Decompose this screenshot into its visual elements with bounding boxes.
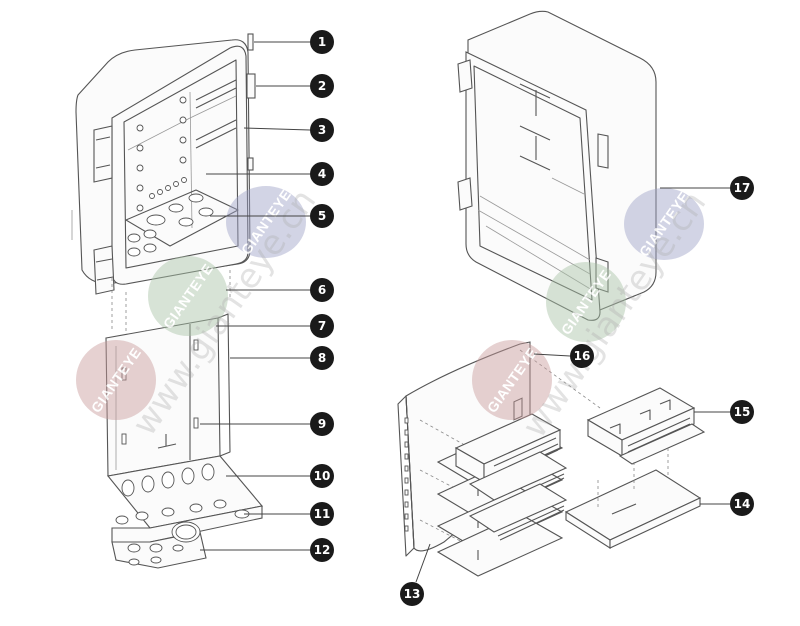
right-enclosure-cover <box>457 10 657 321</box>
callout-number: 9 <box>318 417 326 431</box>
callout-1: 1 <box>310 30 334 54</box>
callout-17: 17 <box>730 176 754 200</box>
callout-15: 15 <box>730 400 754 424</box>
callout-number: 17 <box>734 181 751 195</box>
callout-number: 12 <box>314 543 331 557</box>
callout-5: 5 <box>310 204 334 228</box>
callout-4: 4 <box>310 162 334 186</box>
callout-7: 7 <box>310 314 334 338</box>
callout-12: 12 <box>310 538 334 562</box>
left-enclosure-base <box>71 33 256 295</box>
callout-number: 5 <box>318 209 326 223</box>
callout-number: 13 <box>404 587 421 601</box>
watermark-badge-blue-right: GIANTEYE <box>624 188 704 260</box>
watermark-badge-green: GIANTEYE <box>148 256 228 336</box>
callout-number: 3 <box>318 123 326 137</box>
watermark-badge-red: GIANTEYE <box>76 340 156 420</box>
callout-8: 8 <box>310 346 334 370</box>
callout-number: 8 <box>318 351 326 365</box>
callout-13: 13 <box>400 582 424 606</box>
right-din-plate <box>397 341 601 577</box>
left-mounting-plate <box>105 270 264 569</box>
callout-number: 10 <box>314 469 331 483</box>
callout-number: 7 <box>318 319 326 333</box>
callout-number: 15 <box>734 405 751 419</box>
callout-10: 10 <box>310 464 334 488</box>
callout-9: 9 <box>310 412 334 436</box>
callout-number: 14 <box>734 497 751 511</box>
callout-number: 4 <box>318 167 326 181</box>
watermark-badge-blue: GIANTEYE <box>226 186 306 258</box>
callout-6: 6 <box>310 278 334 302</box>
perforation-dots <box>404 417 409 532</box>
callout-3: 3 <box>310 118 334 142</box>
watermark-badge-red-right: GIANTEYE <box>472 340 552 420</box>
callout-number: 6 <box>318 283 326 297</box>
callout-number: 16 <box>574 349 591 363</box>
callout-16: 16 <box>570 344 594 368</box>
callout-number: 11 <box>314 507 331 521</box>
right-terminal-module <box>586 387 706 465</box>
callout-2: 2 <box>310 74 334 98</box>
leader-lines <box>200 41 730 583</box>
watermark-badge-green-right: GIANTEYE <box>546 262 626 342</box>
right-base-plate <box>564 448 702 550</box>
callout-number: 1 <box>318 35 326 49</box>
callout-14: 14 <box>730 492 754 516</box>
callout-number: 2 <box>318 79 326 93</box>
knockout-dots <box>136 96 187 212</box>
callout-11: 11 <box>310 502 334 526</box>
